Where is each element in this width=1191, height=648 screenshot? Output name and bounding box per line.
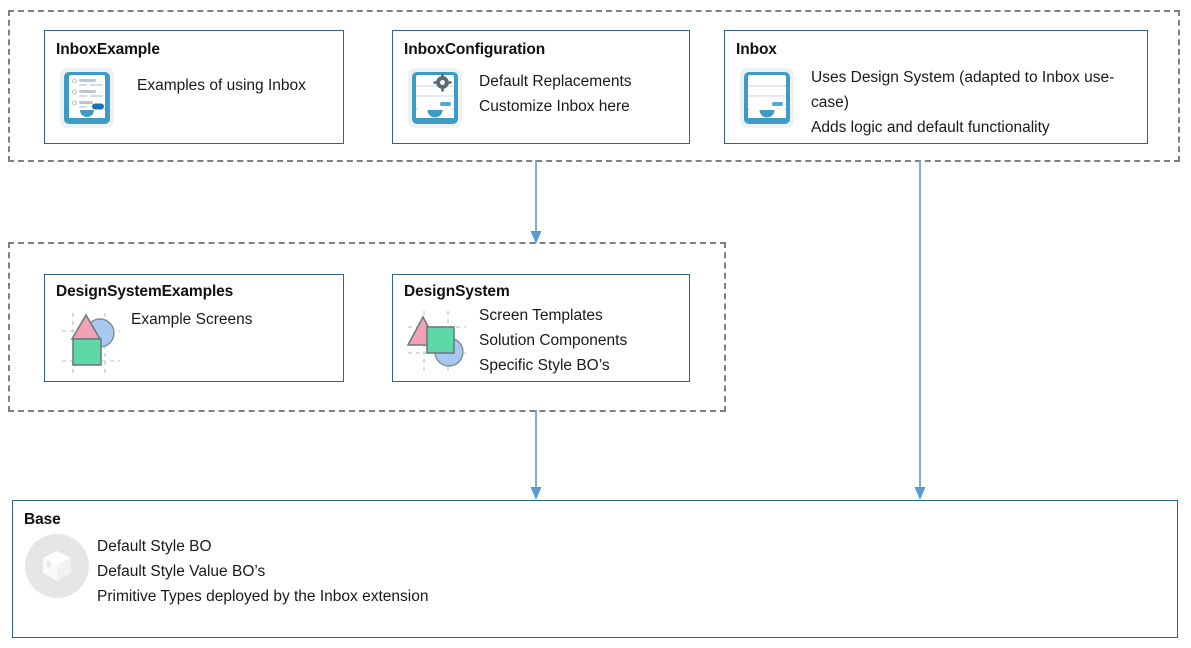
- card-title: InboxExample: [56, 41, 160, 58]
- card-line: Default Style BO: [97, 538, 212, 555]
- card-line: Adds logic and default functionality: [811, 119, 1050, 136]
- package-box-icon: [24, 533, 90, 599]
- card-line: Default Replacements: [479, 73, 632, 90]
- card-line: Customize Inbox here: [479, 98, 630, 115]
- card-title: Inbox: [736, 41, 777, 58]
- card-line: Default Style Value BO’s: [97, 563, 266, 580]
- shapes-icon: [404, 305, 474, 377]
- card-inbox[interactable]: Inbox Uses Design System (adapted to Inb…: [724, 30, 1148, 144]
- arrow-inbox-to-base: [914, 160, 926, 500]
- arrow-designsystem-to-base: [530, 410, 542, 500]
- card-description: Default Replacements Customize Inbox her…: [479, 69, 632, 119]
- card-line: Primitive Types deployed by the Inbox ex…: [97, 588, 429, 605]
- card-design-system-examples[interactable]: DesignSystemExamples Example Screens: [44, 274, 344, 382]
- inbox-tray-icon: [736, 64, 798, 132]
- group-inbox-layer: [8, 10, 1180, 162]
- card-description: Default Style BO Default Style Value BO’…: [97, 534, 428, 609]
- card-base[interactable]: Base Default Style BO Default Style Valu…: [12, 500, 1178, 638]
- inbox-tray-icon: [56, 64, 118, 132]
- card-inbox-configuration[interactable]: InboxConfiguration: [392, 30, 690, 144]
- group-design-system-layer: [8, 242, 726, 412]
- card-description: Example Screens: [131, 307, 252, 332]
- card-inbox-example[interactable]: InboxExample Examples: [44, 30, 344, 144]
- inbox-gear-icon: [404, 64, 466, 132]
- card-description: Examples of using Inbox: [137, 73, 306, 98]
- card-title: Base: [24, 511, 61, 528]
- card-description: Uses Design System (adapted to Inbox use…: [811, 65, 1135, 140]
- card-line: Examples of using Inbox: [137, 77, 306, 94]
- card-description: Screen Templates Solution Components Spe…: [479, 303, 627, 378]
- shapes-icon: [56, 305, 126, 377]
- card-line: Specific Style BO’s: [479, 357, 610, 374]
- card-title: InboxConfiguration: [404, 41, 546, 58]
- card-line: Screen Templates: [479, 307, 603, 324]
- card-line: Solution Components: [479, 332, 628, 349]
- card-title: DesignSystemExamples: [56, 283, 234, 300]
- card-line: Example Screens: [131, 311, 253, 328]
- arrow-inbox-to-designsystem: [530, 160, 542, 244]
- card-title: DesignSystem: [404, 283, 510, 300]
- card-line: Uses Design System (adapted to Inbox use…: [811, 69, 1115, 111]
- card-design-system[interactable]: DesignSystem Screen Templates Solution C…: [392, 274, 690, 382]
